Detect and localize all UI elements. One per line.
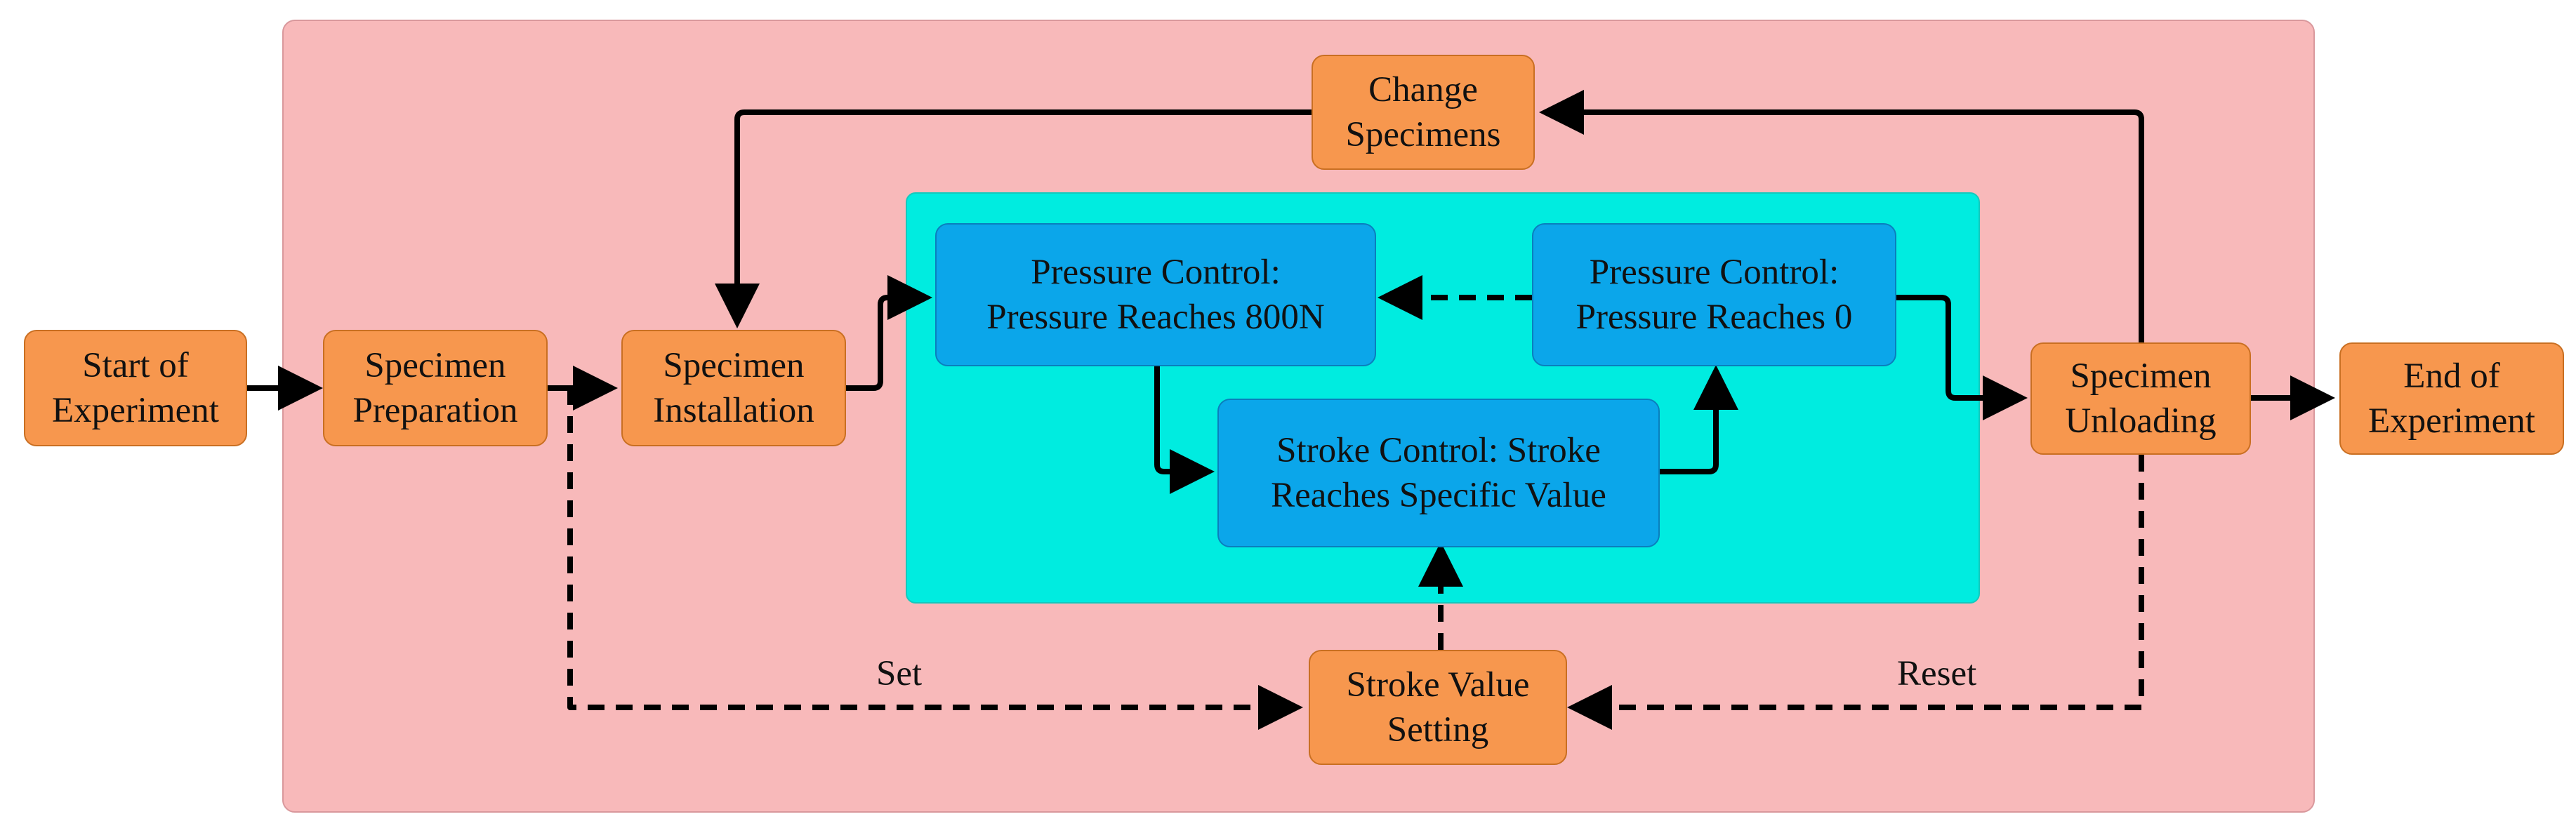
specimen-unloading-node: Specimen Unloading [2030, 342, 2251, 455]
edge-preparation-to-stroke-setting [567, 388, 1303, 730]
edge-pressure-800-to-stroke-control [1154, 366, 1215, 494]
pressure-zero-control-node: Pressure Control: Pressure Reaches 0 [1532, 223, 1896, 366]
reset-edge-label: Reset [1897, 654, 1977, 693]
edge-unloading-to-stroke-setting [1567, 455, 2144, 730]
change-specimens-node: Change Specimens [1312, 55, 1535, 170]
start-of-experiment-node: Start of Experiment [24, 330, 247, 446]
pressure-800n-control-node: Pressure Control: Pressure Reaches 800N [935, 223, 1376, 366]
edge-pressure-0-to-unloading [1896, 295, 2028, 420]
edge-installation-to-pressure-800 [846, 275, 932, 391]
end-of-experiment-node: End of Experiment [2339, 342, 2564, 455]
stroke-value-setting-node: Stroke Value Setting [1309, 650, 1567, 765]
specimen-preparation-node: Specimen Preparation [323, 330, 548, 446]
edge-change-to-installation [715, 109, 1312, 328]
edge-stroke-control-to-pressure-0 [1660, 365, 1738, 474]
set-edge-label: Set [876, 654, 923, 693]
stroke-control-node: Stroke Control: Stroke Reaches Specific … [1217, 399, 1660, 547]
edge-unloading-to-change [1539, 90, 2144, 342]
specimen-installation-node: Specimen Installation [621, 330, 846, 446]
